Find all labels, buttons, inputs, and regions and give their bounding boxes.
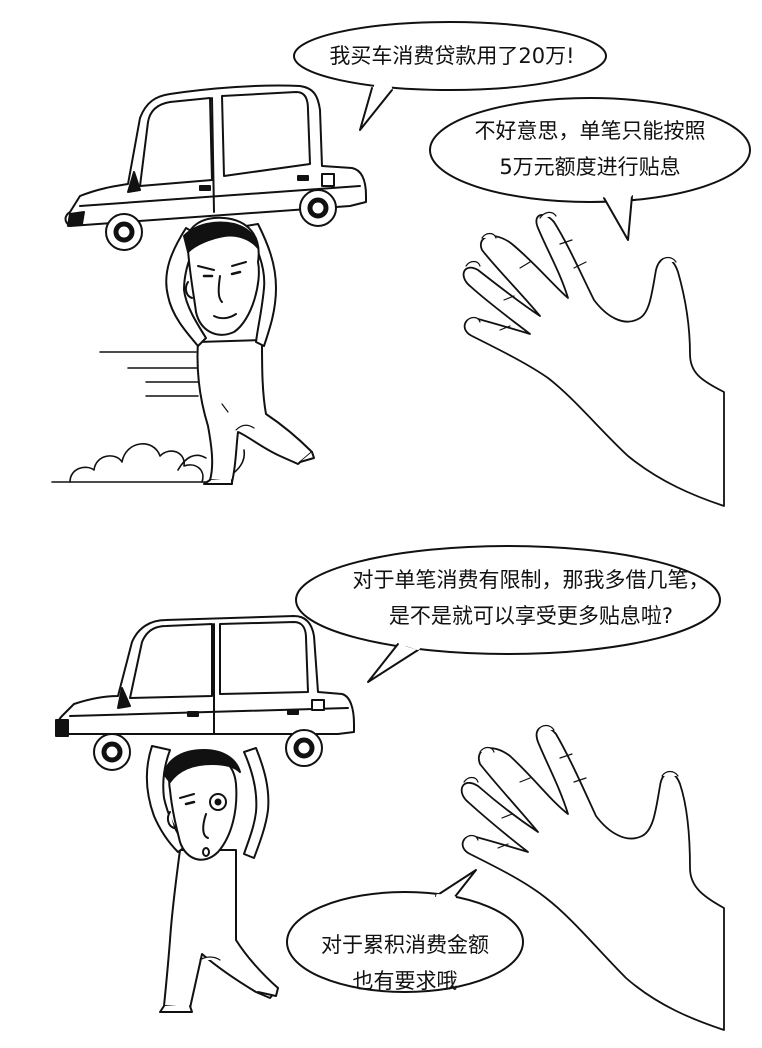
speech-bubble-man-1 bbox=[293, 21, 607, 131]
speech-bubble-text-1: 我买车消费贷款用了20万! bbox=[310, 38, 594, 74]
stop-hand-icon-2 bbox=[460, 724, 725, 1031]
panel-1-artwork bbox=[51, 21, 751, 507]
man-lifting-car bbox=[165, 216, 315, 485]
bubble-line: 对于单笔消费有限制，那我多借几笔， bbox=[352, 568, 710, 592]
speech-bubble-hand-2 bbox=[286, 869, 524, 993]
comic-panel-2: 对于单笔消费有限制，那我多借几笔， 是不是就可以享受更多贴息啦? 对于累积消费金… bbox=[0, 520, 762, 1048]
bubble-line: 是不是就可以享受更多贴息啦? bbox=[388, 604, 674, 628]
comic-panel-1: 我买车消费贷款用了20万! 不好意思，单笔只能按照 5万元额度进行贴息 bbox=[0, 0, 762, 520]
motion-lines-icon bbox=[99, 351, 201, 397]
bubble-line: 也有要求哦 bbox=[352, 969, 458, 993]
car-icon-2 bbox=[55, 615, 355, 771]
speech-bubble-text-3: 对于单笔消费有限制，那我多借几笔， 是不是就可以享受更多贴息啦? bbox=[318, 562, 744, 634]
stop-hand-icon bbox=[462, 211, 725, 507]
man-lifting-car-2 bbox=[145, 745, 279, 1013]
bubble-line: 我买车消费贷款用了20万! bbox=[329, 44, 575, 68]
speech-bubble-text-2: 不好意思，单笔只能按照 5万元额度进行贴息 bbox=[440, 113, 740, 185]
bubble-line: 不好意思，单笔只能按照 bbox=[474, 119, 706, 143]
speech-bubble-text-4: 对于累积消费金额 也有要求哦 bbox=[295, 927, 515, 999]
bubble-line: 5万元额度进行贴息 bbox=[499, 155, 681, 179]
bubble-line: 对于累积消费金额 bbox=[321, 933, 489, 957]
panel-2-artwork bbox=[55, 545, 725, 1031]
speech-bubble-man-2 bbox=[295, 545, 721, 683]
speech-bubble-hand-1 bbox=[429, 97, 751, 241]
car-icon bbox=[64, 84, 367, 251]
